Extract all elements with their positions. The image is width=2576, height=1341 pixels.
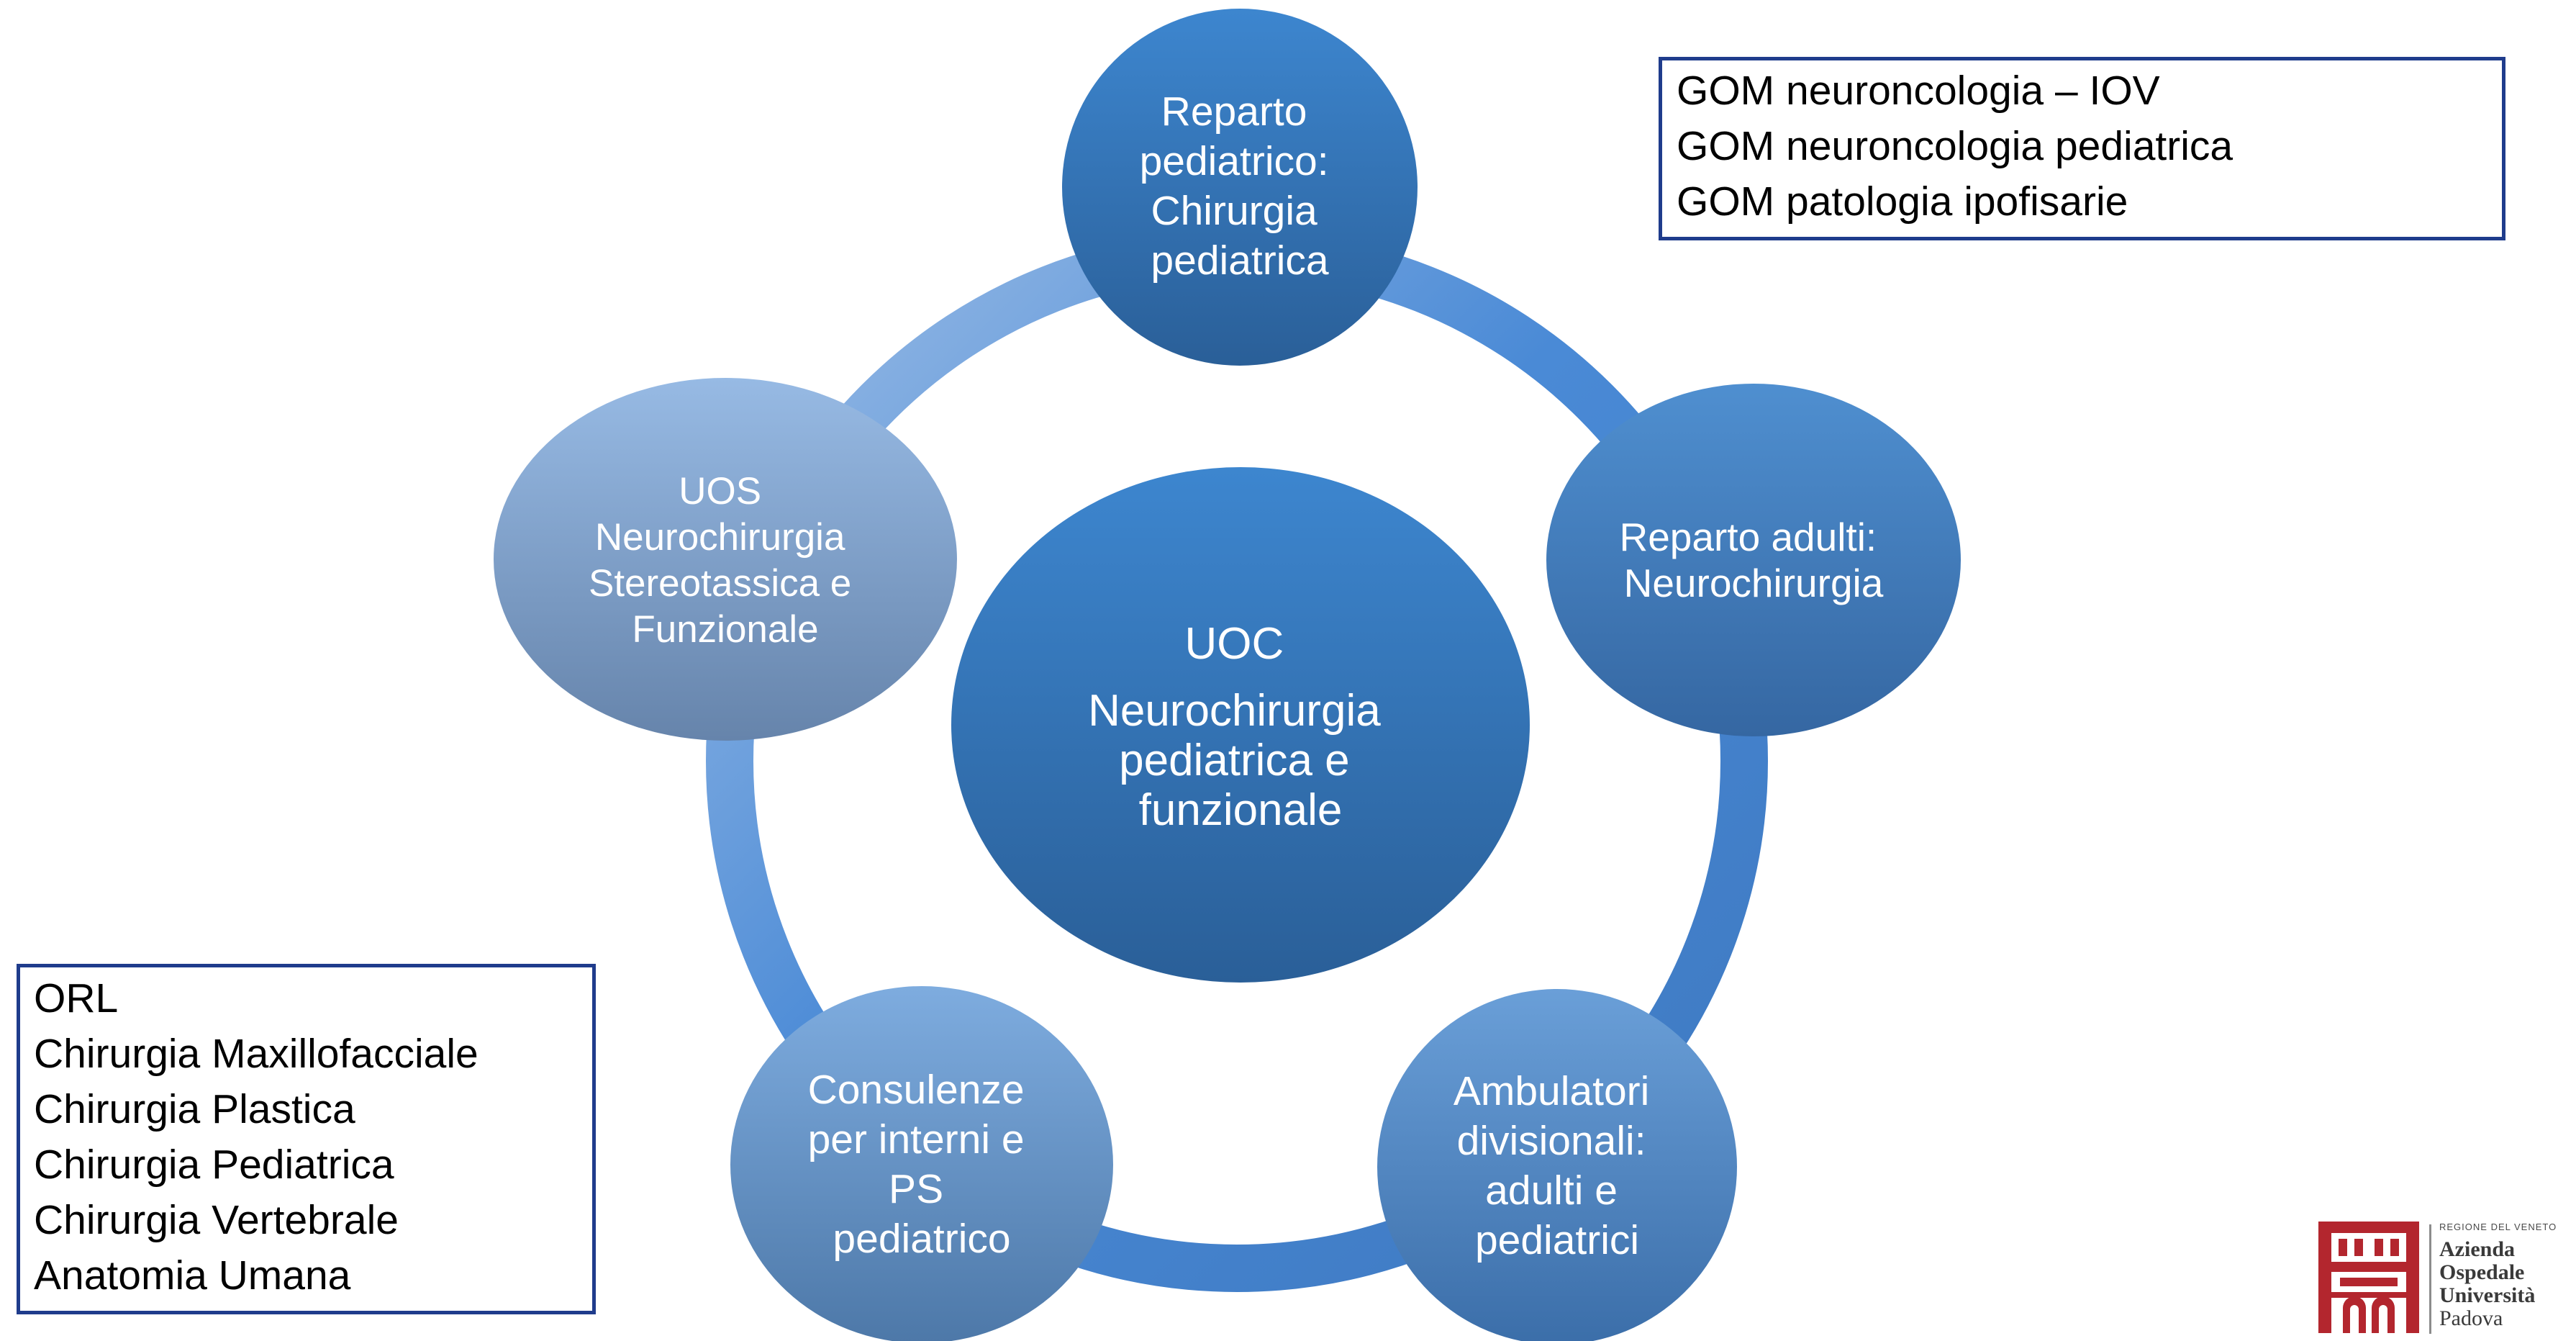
collaboration-item: Chirurgia Vertebrale	[34, 1197, 399, 1243]
collaboration-item: Chirurgia Pediatrica	[34, 1142, 394, 1188]
hospital-emblem-icon	[2318, 1222, 2419, 1333]
node-top-line: pediatrico:	[1140, 138, 1329, 184]
node-right-line: Neurochirurgia	[1624, 561, 1884, 605]
gom-item: GOM neuroncologia – IOV	[1677, 68, 2160, 114]
svg-text:UOS Neurochirurgia: UOS Neurochirurgia Stereotassica e Funzi…	[589, 470, 862, 651]
collaborations-box: ORL Chirurgia Maxillofacciale Chirurgia …	[17, 964, 596, 1314]
svg-text:Consulenze per interni e: Consulenze per interni e PS pediatrico	[808, 1067, 1036, 1262]
gom-box: GOM neuroncologia – IOV GOM neuroncologi…	[1659, 57, 2505, 240]
node-left-line: Stereotassica e	[589, 562, 851, 605]
node-bottom-left: Consulenze per interni e PS pediatrico	[730, 986, 1113, 1341]
center-line: pediatrica e	[1119, 736, 1350, 785]
node-top-ellipse	[1062, 9, 1418, 366]
logo-city: Padova	[2439, 1306, 2503, 1330]
logo-name-line: Università	[2439, 1283, 2536, 1307]
node-left-ellipse	[494, 378, 957, 741]
node-top: Reparto pediatrico: Chirurgia pediatrica	[1062, 9, 1418, 366]
gom-item: GOM patologia ipofisarie	[1677, 179, 2128, 225]
center-line: funzionale	[1139, 785, 1343, 835]
logo-divider	[2429, 1224, 2431, 1334]
logo-region: REGIONE DEL VENETO	[2439, 1222, 2557, 1232]
node-bottom-left-line: Consulenze	[808, 1067, 1025, 1113]
node-right-line: Reparto adulti:	[1620, 515, 1877, 559]
svg-text:Reparto pediatrico:: Reparto pediatrico: Chirurgia pediatrica	[1140, 89, 1341, 284]
node-bottom-left-ellipse	[730, 986, 1113, 1341]
collaboration-item: Chirurgia Plastica	[34, 1086, 355, 1132]
logo-name-line: Ospedale	[2439, 1260, 2525, 1284]
node-left-line: Funzionale	[632, 608, 818, 651]
node-bottom-right: Ambulatori divisionali: adulti e pediatr…	[1377, 989, 1737, 1341]
collaboration-item: ORL	[34, 975, 119, 1021]
center-node: UOC Neurochirurgia pediatrica e funziona…	[951, 467, 1530, 983]
svg-text:Reparto adulti: Neurochi: Reparto adulti: Neurochirurgia	[1620, 515, 1888, 605]
node-left-line: UOS	[679, 470, 761, 513]
node-bottom-left-line: per interni e	[808, 1116, 1025, 1162]
collaboration-item: Anatomia Umana	[34, 1252, 351, 1299]
node-right-ellipse	[1546, 384, 1961, 736]
node-left-line: Neurochirurgia	[595, 516, 845, 559]
node-bottom-right-line: adulti e	[1485, 1168, 1618, 1214]
center-heading: UOC	[1184, 619, 1284, 669]
node-left: UOS Neurochirurgia Stereotassica e Funzi…	[494, 378, 957, 741]
node-bottom-right-ellipse	[1377, 989, 1737, 1341]
node-top-line: Chirurgia	[1151, 188, 1318, 234]
center-ellipse	[951, 467, 1530, 983]
node-bottom-right-line: Ambulatori	[1453, 1068, 1649, 1114]
node-top-line: pediatrica	[1151, 238, 1328, 284]
node-bottom-left-line: PS	[889, 1166, 943, 1212]
svg-text:UOC Neurochirurgia: UOC Neurochirurgia pediatrica e funziona…	[1088, 619, 1393, 835]
svg-text:Ambulatori divisionali:: Ambulatori divisionali: adulti e pediatr…	[1453, 1068, 1661, 1263]
logo-name-line: Azienda	[2439, 1237, 2515, 1261]
hospital-logo: REGIONE DEL VENETO Azienda Ospedale Univ…	[2316, 1219, 2575, 1341]
gom-item: GOM neuroncologia pediatrica	[1677, 123, 2233, 169]
node-right: Reparto adulti: Neurochirurgia	[1546, 384, 1961, 736]
node-top-line: Reparto	[1161, 89, 1307, 135]
node-bottom-right-line: divisionali:	[1457, 1118, 1646, 1164]
node-bottom-right-line: pediatrici	[1475, 1217, 1639, 1263]
node-bottom-left-line: pediatrico	[833, 1216, 1010, 1262]
logo-text: REGIONE DEL VENETO Azienda Ospedale Univ…	[2439, 1222, 2557, 1330]
collaboration-item: Chirurgia Maxillofacciale	[34, 1031, 479, 1077]
center-line: Neurochirurgia	[1088, 686, 1381, 736]
